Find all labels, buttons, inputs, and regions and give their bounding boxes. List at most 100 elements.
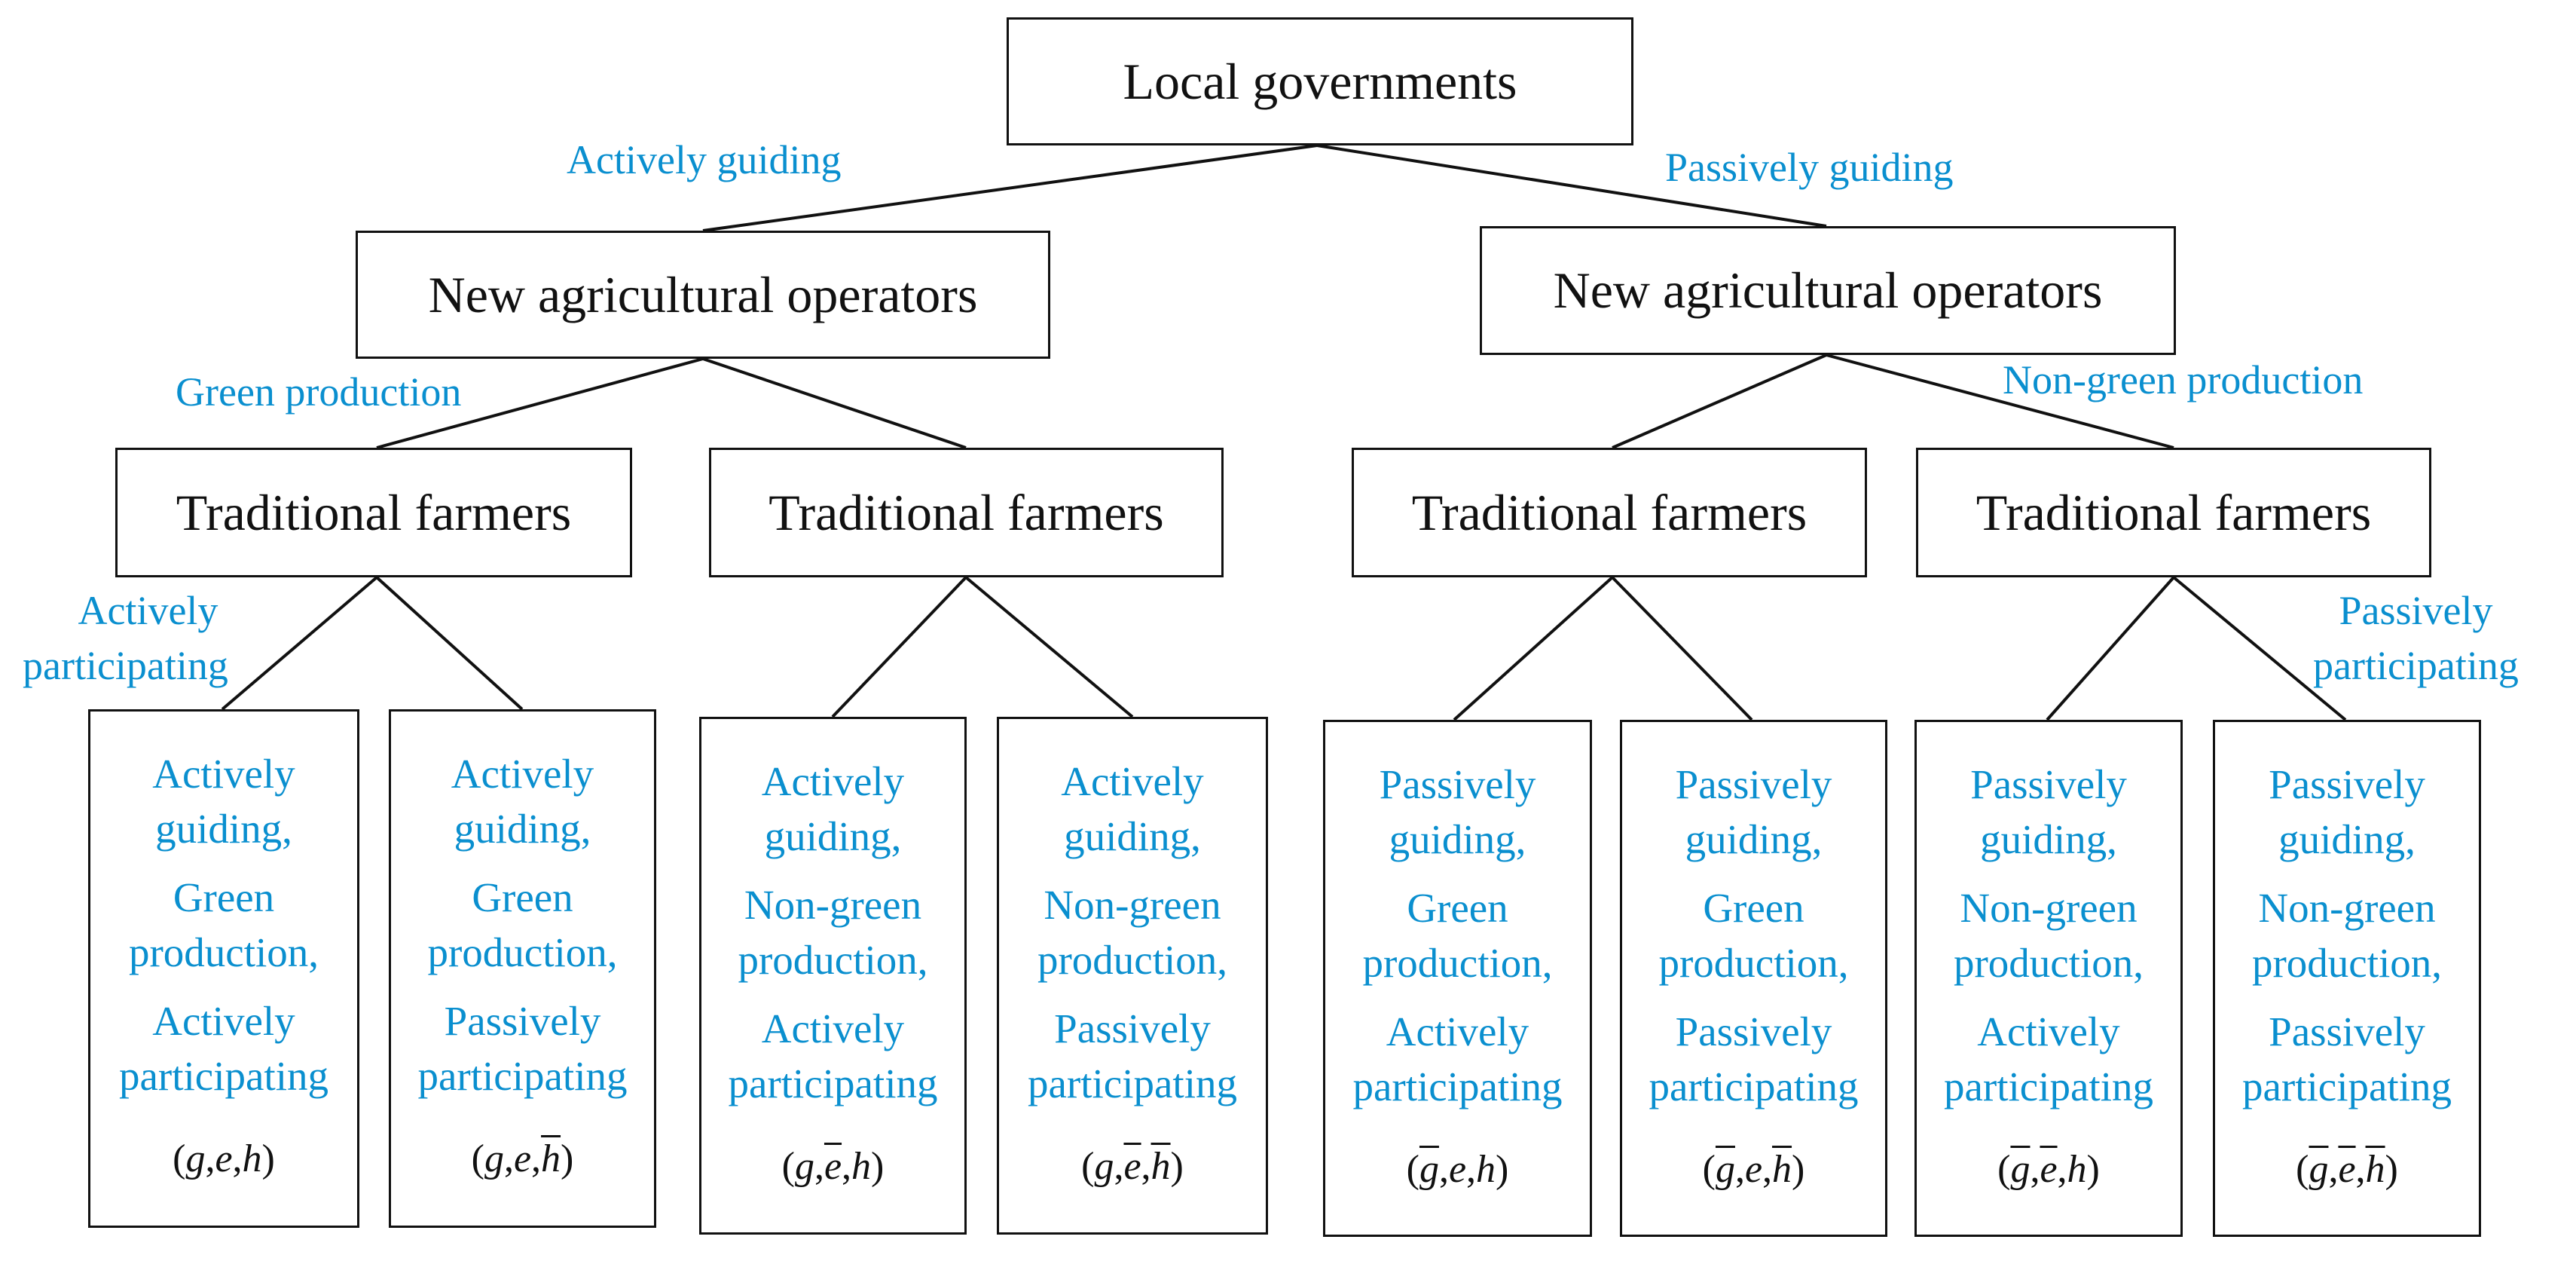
edge-label-actively-participating: Actively participating bbox=[23, 583, 228, 693]
leaf-line: Passively bbox=[1675, 761, 1832, 807]
leaf-line: production, bbox=[427, 929, 618, 975]
leaf-line: Passively bbox=[1970, 761, 2127, 807]
strategy-tuple: (g,e,h) bbox=[1406, 1148, 1509, 1191]
tuple-variable: e bbox=[824, 1145, 842, 1188]
edge-label-passively-guiding: Passively guiding bbox=[1665, 145, 1954, 190]
leaf-line: participating bbox=[2242, 1064, 2452, 1109]
edge-label-line: Passively bbox=[2339, 588, 2493, 633]
tuple-variable: g bbox=[185, 1137, 206, 1180]
leaf-line: production, bbox=[128, 929, 319, 975]
leaf-line: guiding, bbox=[764, 813, 902, 859]
leaf-line: Passively bbox=[1675, 1008, 1832, 1054]
leaf-line: Actively bbox=[761, 758, 905, 804]
leaf-line: Passively bbox=[2269, 1008, 2425, 1054]
edge-operator1-to-farmer2 bbox=[702, 357, 967, 449]
tuple-variable: h bbox=[541, 1137, 561, 1180]
leaf-line: participating bbox=[1352, 1064, 1563, 1109]
operator-label: New agricultural operators bbox=[428, 265, 978, 323]
leaf-line: Passively bbox=[1054, 1005, 1211, 1051]
operator-node-active: New agricultural operators bbox=[356, 231, 1050, 359]
leaf-line: Actively bbox=[152, 998, 295, 1044]
leaf-line: Non-green bbox=[1044, 882, 1221, 928]
strategy-tuple: (g,e,h) bbox=[1997, 1148, 2100, 1191]
tuple-variable: g bbox=[484, 1137, 504, 1180]
farmer-node-4: Traditional farmers bbox=[1916, 448, 2431, 577]
edge-label-line: participating bbox=[2313, 643, 2519, 688]
leaf-line: participating bbox=[1944, 1064, 2153, 1109]
tuple-variable: h bbox=[1772, 1148, 1792, 1191]
farmer-node-3: Traditional farmers bbox=[1352, 448, 1867, 577]
strategy-tuple: (g,e,h) bbox=[1702, 1148, 1805, 1191]
edge-farmer2-to-leaf4 bbox=[964, 576, 1134, 718]
edge-operator1-to-farmer1 bbox=[376, 357, 704, 449]
edge-label-non-green-production: Non-green production bbox=[2003, 357, 2364, 402]
leaf-line: Actively bbox=[1386, 1008, 1529, 1054]
edge-label-line: Actively bbox=[78, 588, 218, 633]
farmer-label: Traditional farmers bbox=[769, 483, 1164, 541]
root-node: Local governments bbox=[1007, 17, 1633, 145]
tuple-variable: h bbox=[2067, 1148, 2087, 1191]
leaf-line: guiding, bbox=[1389, 816, 1526, 862]
leaf-line: Passively bbox=[444, 998, 601, 1044]
edge-farmer1-to-leaf1 bbox=[221, 576, 378, 711]
tuple-variable: h bbox=[1150, 1145, 1171, 1188]
leaf-line: Passively bbox=[2269, 761, 2425, 807]
leaf-line: Passively bbox=[1379, 761, 1536, 807]
leaf-line: production, bbox=[2251, 940, 2443, 986]
leaf-line: participating bbox=[1649, 1064, 1859, 1109]
farmer-node-1: Traditional farmers bbox=[115, 448, 632, 577]
leaf-line: Actively bbox=[761, 1005, 905, 1051]
leaf-line: participating bbox=[728, 1060, 938, 1106]
tuple-variable: g bbox=[794, 1145, 814, 1188]
tuple-variable: h bbox=[2365, 1148, 2385, 1191]
strategy-tuple: (g,e,h) bbox=[173, 1137, 275, 1180]
leaf-line: participating bbox=[417, 1053, 628, 1099]
strategy-tuple: (g,e,h) bbox=[1081, 1145, 1184, 1188]
operator-node-passive: New agricultural operators bbox=[1480, 226, 2176, 355]
edge-label-actively-guiding: Actively guiding bbox=[567, 137, 842, 182]
leaf-line: guiding, bbox=[1064, 813, 1201, 859]
edge-farmer4-to-leaf8 bbox=[2172, 576, 2347, 721]
operator-label: New agricultural operators bbox=[1553, 262, 2103, 319]
tuple-variable: e bbox=[1744, 1148, 1763, 1191]
edge-root-to-passive bbox=[1316, 144, 1827, 228]
leaf-line: Non-green bbox=[1960, 885, 2137, 931]
farmer-node-2: Traditional farmers bbox=[709, 448, 1224, 577]
tuple-variable: e bbox=[2338, 1148, 2356, 1191]
leaf-line: Actively bbox=[1977, 1008, 2120, 1054]
tuple-variable: e bbox=[2040, 1148, 2058, 1191]
leaf-line: production, bbox=[1362, 940, 1553, 986]
edge-label-green-production: Green production bbox=[176, 369, 462, 415]
tuple-variable: g bbox=[2309, 1148, 2329, 1191]
edge-farmer3-to-leaf6 bbox=[1611, 576, 1753, 721]
leaf-line: Actively bbox=[1061, 758, 1204, 804]
leaf-node-8: Passively guiding, Non-green production, Pas… bbox=[2213, 720, 2481, 1237]
farmer-label: Traditional farmers bbox=[1976, 483, 2372, 541]
tuple-variable: e bbox=[215, 1137, 233, 1180]
leaf-line: guiding, bbox=[155, 806, 292, 852]
strategy-tuple: (g,e,h) bbox=[781, 1145, 885, 1188]
tuple-variable: g bbox=[2010, 1148, 2031, 1191]
farmer-label: Traditional farmers bbox=[176, 483, 572, 541]
leaf-line: participating bbox=[119, 1053, 328, 1099]
strategy-tuple: (g,e,h) bbox=[2296, 1148, 2398, 1191]
leaf-line: Green bbox=[472, 874, 573, 920]
edge-label-line: participating bbox=[23, 643, 228, 688]
tuple-variable: h bbox=[1476, 1148, 1496, 1191]
tuple-variable: g bbox=[1715, 1148, 1735, 1191]
leaf-line: Actively bbox=[451, 751, 594, 797]
strategy-tuple: (g,e,h) bbox=[471, 1137, 574, 1180]
edge-operator2-to-farmer3 bbox=[1612, 353, 1827, 449]
leaf-line: Actively bbox=[152, 751, 295, 797]
leaf-line: guiding, bbox=[2278, 816, 2416, 862]
leaf-line: production, bbox=[1953, 940, 2144, 986]
tuple-variable: e bbox=[1448, 1148, 1467, 1191]
leaf-line: Non-green bbox=[2258, 885, 2436, 931]
edge-farmer1-to-leaf2 bbox=[375, 576, 524, 711]
